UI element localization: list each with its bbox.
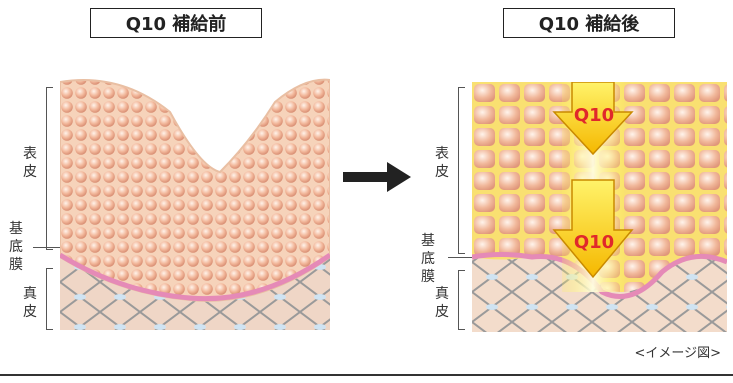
- after-title: Q10 補給後: [503, 8, 675, 38]
- basement-label-after: 基 底 膜: [420, 232, 436, 286]
- q10-arrow-label-bottom: Q10: [573, 232, 615, 253]
- epidermis-bracket-after: [458, 87, 459, 254]
- image-caption: <イメージ図>: [634, 342, 721, 361]
- dermis-label-before: 真 皮: [22, 285, 38, 321]
- skin-before-illustration: [60, 72, 330, 332]
- basement-tick-after: [448, 257, 472, 258]
- before-title: Q10 補給前: [90, 8, 262, 38]
- dermis-bracket-after: [458, 270, 459, 330]
- epidermis-label-after: 表 皮: [434, 145, 450, 181]
- q10-arrow-label-top: Q10: [573, 105, 615, 126]
- dermis-bracket-before: [46, 268, 47, 330]
- footer-divider: [0, 374, 733, 376]
- basement-label-before: 基 底 膜: [8, 220, 24, 274]
- epidermis-label-before: 表 皮: [22, 145, 38, 181]
- dermis-label-after: 真 皮: [434, 285, 450, 321]
- transition-arrow: [343, 162, 413, 192]
- basement-tick-before: [33, 247, 63, 248]
- epidermis-bracket-before: [46, 87, 47, 250]
